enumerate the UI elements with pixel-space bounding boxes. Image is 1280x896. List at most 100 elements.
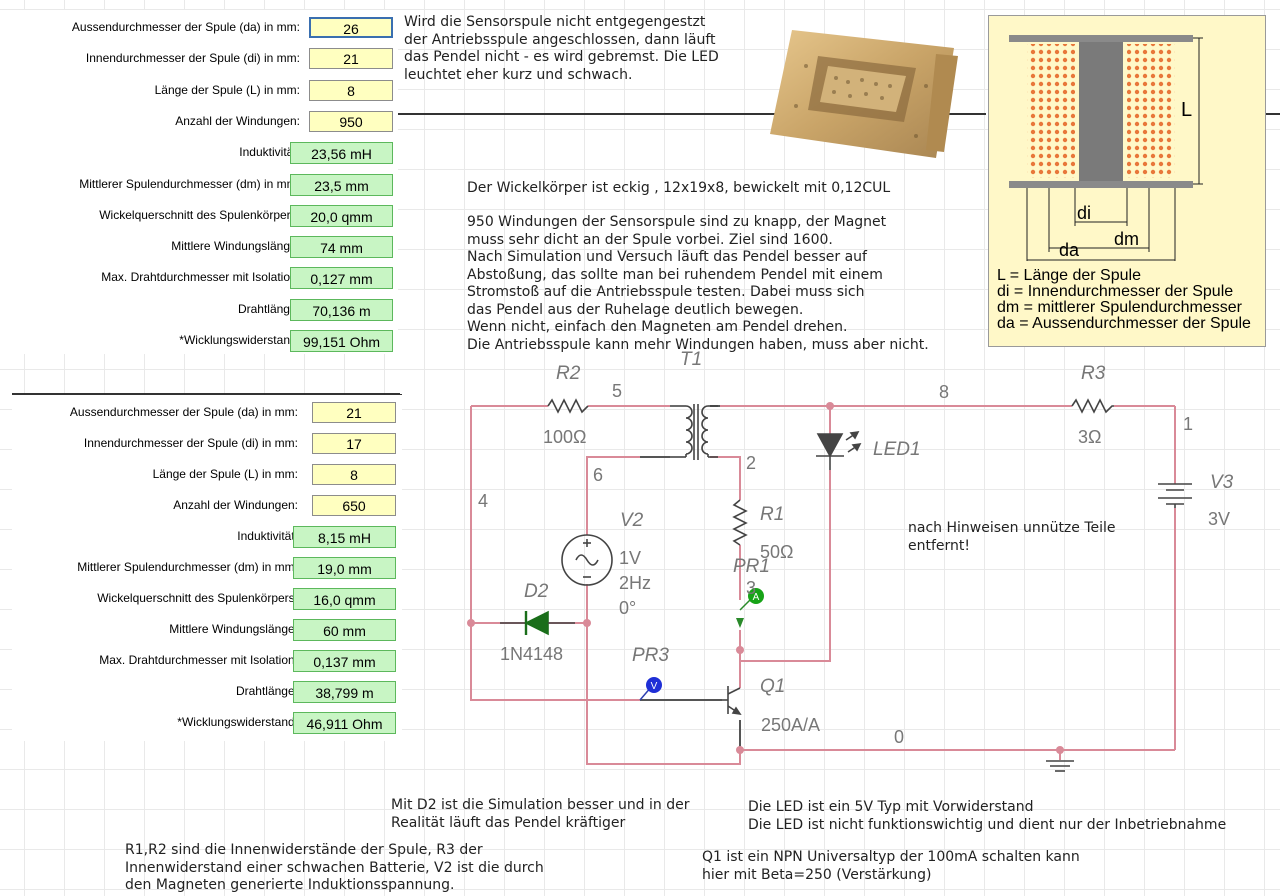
label-r1: R1	[760, 504, 784, 525]
label-r2: R2	[556, 363, 581, 384]
value-q1: 250A/A	[761, 715, 820, 735]
node-5: 5	[612, 381, 622, 401]
coil1-label-0: Aussendurchmesser der Spule (da) in mm:	[71, 20, 300, 34]
coil1-input-1[interactable]: 21	[309, 48, 393, 70]
coil2-output-7: 60 mm	[293, 619, 396, 641]
probe-pr3: V	[639, 677, 662, 701]
note-sensor-warning: Wird die Sensorspule nicht entgegengestz…	[404, 14, 719, 83]
transformer-t1	[670, 404, 718, 460]
node-0: 0	[894, 727, 904, 747]
probe-pr1: A	[736, 588, 764, 628]
note-simulation: 950 Windungen der Sensorspule sind zu kn…	[467, 214, 929, 353]
legend-winding-left	[1027, 44, 1075, 178]
coil2-input-1[interactable]: 17	[312, 433, 396, 454]
node-8: 8	[939, 382, 949, 402]
coil1-input-0[interactable]: 26	[309, 17, 393, 38]
coil1-label-7: Mittlere Windungslänge:	[171, 239, 300, 254]
coil1-label-8: Max. Drahtdurchmesser mit Isolation:	[101, 270, 300, 285]
coil1-output-6: 20,0 qmm	[290, 204, 393, 227]
divider-line	[398, 113, 986, 115]
value-v3: 3V	[1208, 509, 1230, 529]
coil2-label-4: Induktivität:	[237, 529, 298, 543]
note-d2: Mit D2 ist die Simulation besser und in …	[391, 797, 690, 831]
coil2-output-10: 46,911 Ohm	[293, 712, 396, 734]
coil-legend: L di dm da L = Länge der Spule di = Inne…	[988, 15, 1266, 347]
coil1-output-7: 74 mm	[290, 236, 393, 259]
node-3: 3	[746, 578, 756, 598]
node-1: 1	[1183, 414, 1193, 434]
coil1-input-2[interactable]: 8	[309, 79, 393, 101]
coil1-output-5: 23,5 mm	[290, 173, 393, 196]
coil2-output-4: 8,15 mH	[293, 526, 396, 548]
coil1-output-8: 0,127 mm	[290, 267, 393, 290]
coil2-label-9: Drahtlänge:	[235, 684, 298, 698]
legend-core	[1079, 42, 1123, 181]
label-pr3: PR3	[632, 645, 669, 666]
node-4: 4	[478, 491, 488, 511]
divider-line-left	[12, 393, 400, 394]
coil2-output-5: 19,0 mm	[293, 557, 396, 579]
label-v2: V2	[620, 510, 644, 531]
node-2: 2	[746, 453, 756, 473]
transistor-q1	[722, 686, 742, 716]
legend-bottom-flange	[1009, 181, 1193, 188]
coil1-input-3[interactable]: 950	[309, 110, 393, 132]
coil2-input-2[interactable]: 8	[312, 464, 396, 485]
led-led1	[816, 430, 862, 470]
resistor-r2	[547, 398, 589, 414]
coil1-output-9: 70,136 m	[290, 298, 393, 321]
legend-label-dm: dm	[1114, 229, 1139, 249]
voltmeter-symbol: V	[651, 681, 658, 692]
ac-source-v2	[561, 534, 613, 586]
label-led1: LED1	[873, 439, 921, 460]
note-winding-body: Der Wickelkörper ist eckig , 12x19x8, be…	[467, 180, 891, 196]
coil2-label-5: Mittlerer Spulendurchmesser (dm) in mm:	[77, 560, 298, 574]
legend-line-2: di = Innendurchmesser der Spule	[997, 283, 1233, 300]
coil1-label-5: Mittlerer Spulendurchmesser (dm) in mm:	[79, 176, 300, 191]
legend-label-di: di	[1077, 203, 1091, 223]
note-removed-parts: nach Hinweisen unnütze Teile entfernt!	[908, 520, 1116, 554]
ammeter-symbol: A	[753, 592, 760, 603]
coil1-label-1: Innendurchmesser der Spule (di) in mm:	[85, 51, 300, 66]
value-v2-phase: 0°	[619, 598, 636, 618]
coil2-input-0[interactable]: 21	[312, 402, 396, 423]
coil1-label-10: *Wicklungswiderstand:	[179, 333, 300, 347]
label-pr1: PR1	[733, 556, 770, 577]
legend-line-3: dm = mittlerer Spulendurchmesser	[997, 299, 1243, 316]
coil2-label-10: *Wicklungswiderstand:	[177, 715, 298, 729]
coil1-label-6: Wickelquerschnitt des Spulenkörpers:	[99, 207, 300, 222]
coil-calculator-drive: Aussendurchmesser der Spule (da) in mm: 2…	[12, 394, 402, 741]
coil2-label-0: Aussendurchmesser der Spule (da) in mm:	[69, 405, 298, 419]
coil1-label-9: Drahtlänge:	[237, 301, 300, 316]
node-6: 6	[593, 465, 603, 485]
junctions	[467, 402, 1064, 754]
coil1-output-4: 23,56 mH	[290, 142, 393, 165]
resistor-r1	[732, 499, 748, 546]
battery-v3	[1158, 483, 1192, 508]
label-r3: R3	[1081, 363, 1106, 384]
coil1-output-10: 99,151 Ohm	[290, 330, 393, 352]
coil2-label-8: Max. Drahtdurchmesser mit Isolation:	[99, 653, 298, 667]
coil2-label-3: Anzahl der Windungen:	[173, 498, 298, 512]
legend-top-flange	[1009, 35, 1193, 42]
value-r1: 50Ω	[760, 542, 793, 562]
label-d2: D2	[524, 581, 549, 602]
legend-line-4: da = Aussendurchmesser der Spule	[997, 315, 1251, 332]
note-led: Die LED ist ein 5V Typ mit Vorwiderstand…	[748, 799, 1227, 833]
value-v2-amplitude: 1V	[619, 548, 641, 568]
note-q1: Q1 ist ein NPN Universaltyp der 100mA sc…	[702, 849, 1080, 883]
coil2-output-6: 16,0 qmm	[293, 588, 396, 610]
wires	[470, 405, 1176, 765]
coil2-label-7: Mittlere Windungslänge:	[169, 622, 298, 636]
label-t1: T1	[680, 349, 702, 370]
divider-line-right	[1264, 113, 1280, 115]
resistor-r3	[1071, 398, 1114, 414]
value-r2: 100Ω	[543, 427, 587, 447]
coil2-input-3[interactable]: 650	[312, 495, 396, 516]
label-v3: V3	[1210, 472, 1234, 493]
coil2-label-2: Länge der Spule (L) in mm:	[152, 467, 298, 481]
coil2-output-8: 0,137 mm	[293, 650, 396, 672]
coil2-label-6: Wickelquerschnitt des Spulenkörpers:	[97, 591, 298, 605]
diode-d2	[500, 610, 575, 636]
